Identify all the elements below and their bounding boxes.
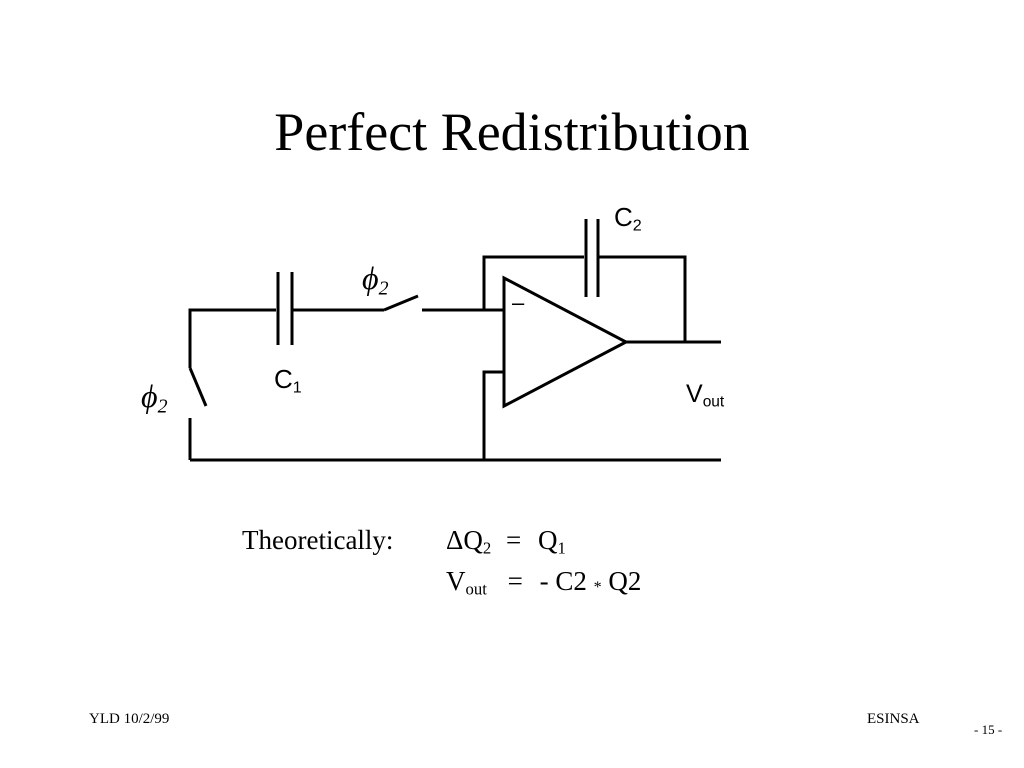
wire-noninverting-ground [482,370,503,460]
equation-label: Theoretically: [242,525,394,555]
vout-letter: V [686,380,703,408]
eq2-lhs-sub: out [465,579,487,599]
slide-title: Perfect Redistribution [274,102,750,162]
wire-left-top [188,308,276,368]
eq1-lhs-sub: 2 [482,538,492,558]
switch-left [188,367,208,407]
phi-top-subscript: 2 [378,277,389,300]
c1-subscript: 1 [292,378,302,397]
wire-feedback-output [640,255,687,342]
eq1-op: = [506,525,522,555]
eq1-rhs-sub: 1 [557,538,566,558]
eq2-op: = [507,566,523,596]
phase-phi2-top-label: ϕ2 [362,262,388,299]
eq2-star: * [593,579,602,596]
eq1-lhs: ΔQ [446,525,483,555]
equation-line-2: Vout = - C2 * Q2 [446,568,641,598]
opamp-triangle [502,275,630,409]
eq2-rhs-a: - C2 [539,566,587,596]
phi-left-symbol: ϕ [141,378,158,414]
c2-letter: C [614,202,633,232]
phi-top-symbol: ϕ [362,260,379,296]
vout-subscript: out [702,393,725,411]
wire-feedback-left [482,255,584,310]
vout-label: Vout [686,382,724,410]
page-number: - 15 - [974,722,1003,737]
capacitor-c2-label: C2 [614,204,642,234]
phi-left-subscript: 2 [157,395,168,418]
equation-line-1: ΔQ2 = Q1 [446,527,566,557]
eq2-rhs-b: Q2 [608,566,642,596]
c1-letter: C [274,364,293,394]
opamp-minus-label: – [512,290,525,315]
switch-top [383,294,419,312]
footer-right: ESINSA [867,711,920,727]
eq2-lhs: V [446,566,466,596]
eq1-rhs: Q [537,525,558,555]
capacitor-c1-label: C1 [274,366,302,396]
phase-phi2-left-label: ϕ2 [141,380,167,417]
c2-subscript: 2 [632,216,642,235]
footer-left: YLD 10/2/99 [89,711,170,727]
